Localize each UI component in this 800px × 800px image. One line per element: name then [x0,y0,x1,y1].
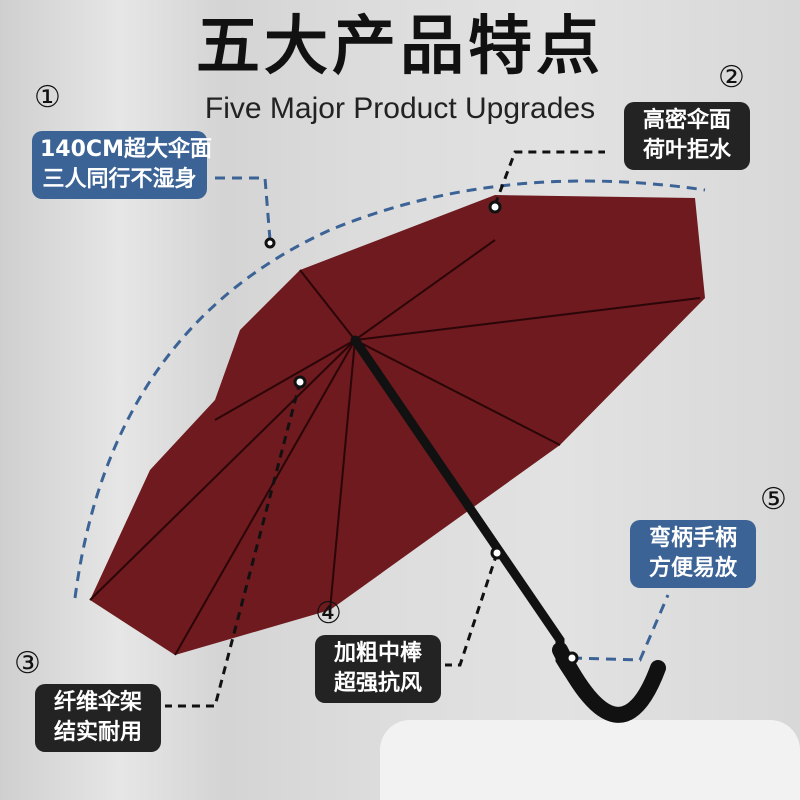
feature-1-line2: 三人同行不湿身 [42,167,197,192]
feature-5-line1: 弯柄手柄 [648,526,737,551]
page-subtitle: Five Major Product Upgrades [204,92,596,125]
umbrella-handle [552,642,666,723]
feature-4-line2: 超强抗风 [333,671,422,696]
feature-3-line1: 纤维伞架 [53,690,142,715]
feature-1-line1: 140CM超大伞面 [40,137,212,162]
feature-2-number: ② [718,60,745,95]
pointer-dots [264,200,579,665]
feature-3-number: ③ [14,646,41,681]
feature-5-label: 弯柄手柄 方便易放 [630,520,756,588]
feature-4-number: ④ [315,596,342,631]
feature-2-line2: 荷叶拒水 [642,138,731,163]
feature-3-label: 纤维伞架 结实耐用 [35,684,161,752]
umbrella-canopy [90,195,705,655]
page-title: 五大产品特点 [196,10,604,84]
feature-2-line1: 高密伞面 [642,108,731,133]
feature-1-number: ① [34,80,61,115]
feature-2-label: 高密伞面 荷叶拒水 [624,102,750,170]
feature-5-line2: 方便易放 [648,556,737,581]
umbrella-ribs [89,239,701,656]
feature-5-number: ⑤ [760,482,787,517]
dashed-pointers-blue [73,176,706,662]
feature-1-label: 140CM超大伞面 三人同行不湿身 [32,131,212,199]
floor-block [380,720,800,800]
feature-4-label: 加粗中棒 超强抗风 [315,635,441,703]
dashed-pointers-black [165,150,605,708]
feature-4-line1: 加粗中棒 [333,641,422,666]
feature-3-line2: 结实耐用 [53,720,142,745]
